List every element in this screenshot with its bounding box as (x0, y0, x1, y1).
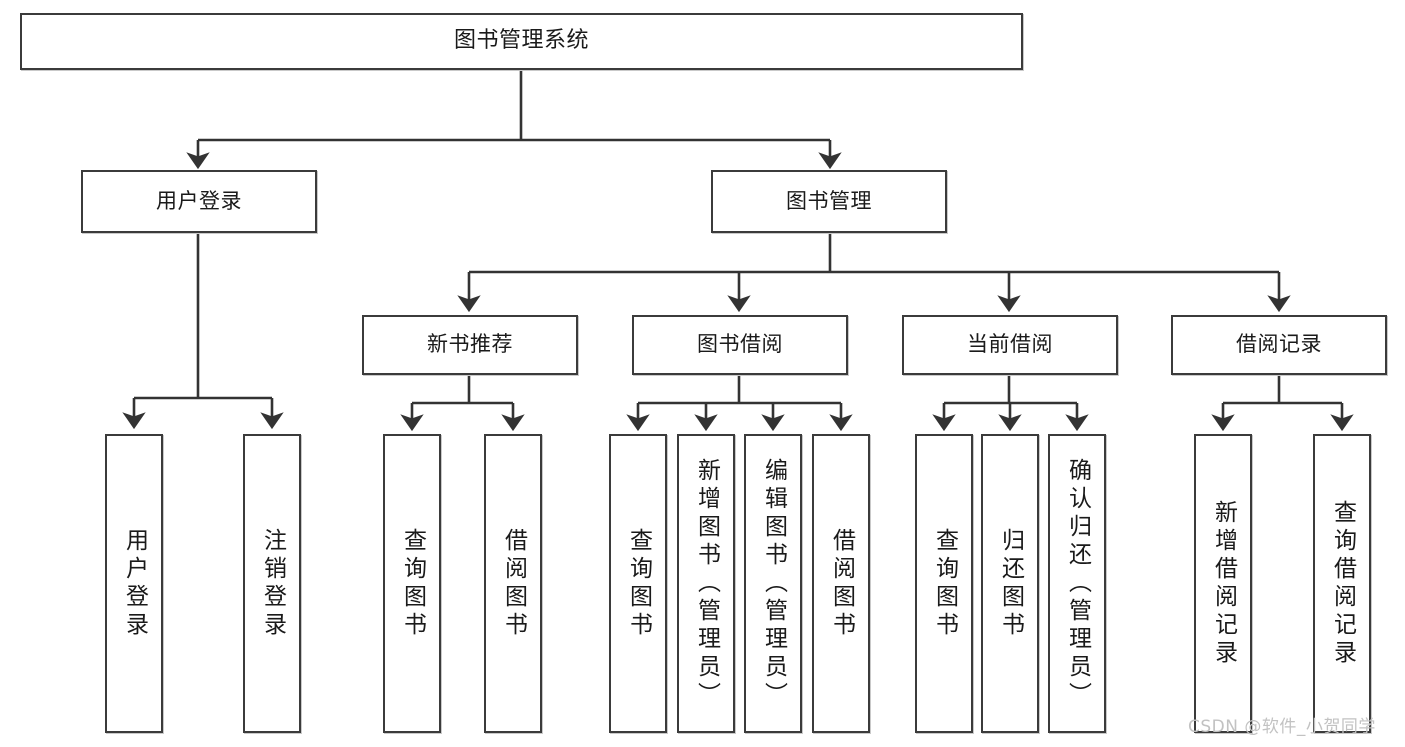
node-label: 注销登录 (259, 527, 286, 640)
node-book-manage[interactable]: 图书管理 (711, 170, 947, 233)
node-label: 当前借阅 (967, 332, 1053, 357)
node-book-borrow[interactable]: 图书借阅 (632, 315, 848, 375)
node-label: 查询图书 (399, 527, 426, 640)
node-label: 借阅图书 (500, 527, 527, 640)
node-leaf-query-book-1[interactable]: 查询图书 (383, 434, 441, 733)
node-user-login[interactable]: 用户登录 (81, 170, 317, 233)
node-label: 查询图书 (931, 527, 958, 640)
node-leaf-query-book-2[interactable]: 查询图书 (609, 434, 667, 733)
node-label: 新增图书（管理员） (693, 457, 720, 710)
node-label: 用户登录 (121, 527, 148, 640)
node-leaf-edit-book[interactable]: 编辑图书（管理员） (744, 434, 802, 733)
node-leaf-confirm-return[interactable]: 确认归还（管理员） (1048, 434, 1106, 733)
node-label: 图书借阅 (697, 332, 783, 357)
node-leaf-add-record[interactable]: 新增借阅记录 (1194, 434, 1252, 733)
node-leaf-query-record[interactable]: 查询借阅记录 (1313, 434, 1371, 733)
watermark-csdn: CSDN @软件_小贺同学 (1188, 717, 1376, 737)
node-leaf-query-book-3[interactable]: 查询图书 (915, 434, 973, 733)
node-label: 用户登录 (156, 188, 242, 213)
node-leaf-borrow-book-2[interactable]: 借阅图书 (812, 434, 870, 733)
node-leaf-borrow-book-1[interactable]: 借阅图书 (484, 434, 542, 733)
node-label: 借阅图书 (828, 527, 855, 640)
node-label: 查询借阅记录 (1329, 499, 1356, 668)
node-leaf-logout[interactable]: 注销登录 (243, 434, 301, 733)
node-label: 图书管理系统 (453, 28, 589, 54)
node-new-book-recommend[interactable]: 新书推荐 (362, 315, 578, 375)
node-label: 编辑图书（管理员） (760, 457, 787, 710)
node-label: 确认归还（管理员） (1064, 457, 1091, 710)
node-label: 新书推荐 (427, 332, 513, 357)
node-leaf-user-login[interactable]: 用户登录 (105, 434, 163, 733)
node-label: 归还图书 (997, 527, 1024, 640)
node-leaf-add-book[interactable]: 新增图书（管理员） (677, 434, 735, 733)
node-label: 图书管理 (786, 188, 872, 213)
node-label: 查询图书 (625, 527, 652, 640)
node-label: 借阅记录 (1236, 332, 1322, 357)
node-leaf-return-book[interactable]: 归还图书 (981, 434, 1039, 733)
node-label: 新增借阅记录 (1210, 499, 1237, 668)
node-root-system[interactable]: 图书管理系统 (20, 13, 1023, 70)
node-borrow-record[interactable]: 借阅记录 (1171, 315, 1387, 375)
node-current-borrow[interactable]: 当前借阅 (902, 315, 1118, 375)
